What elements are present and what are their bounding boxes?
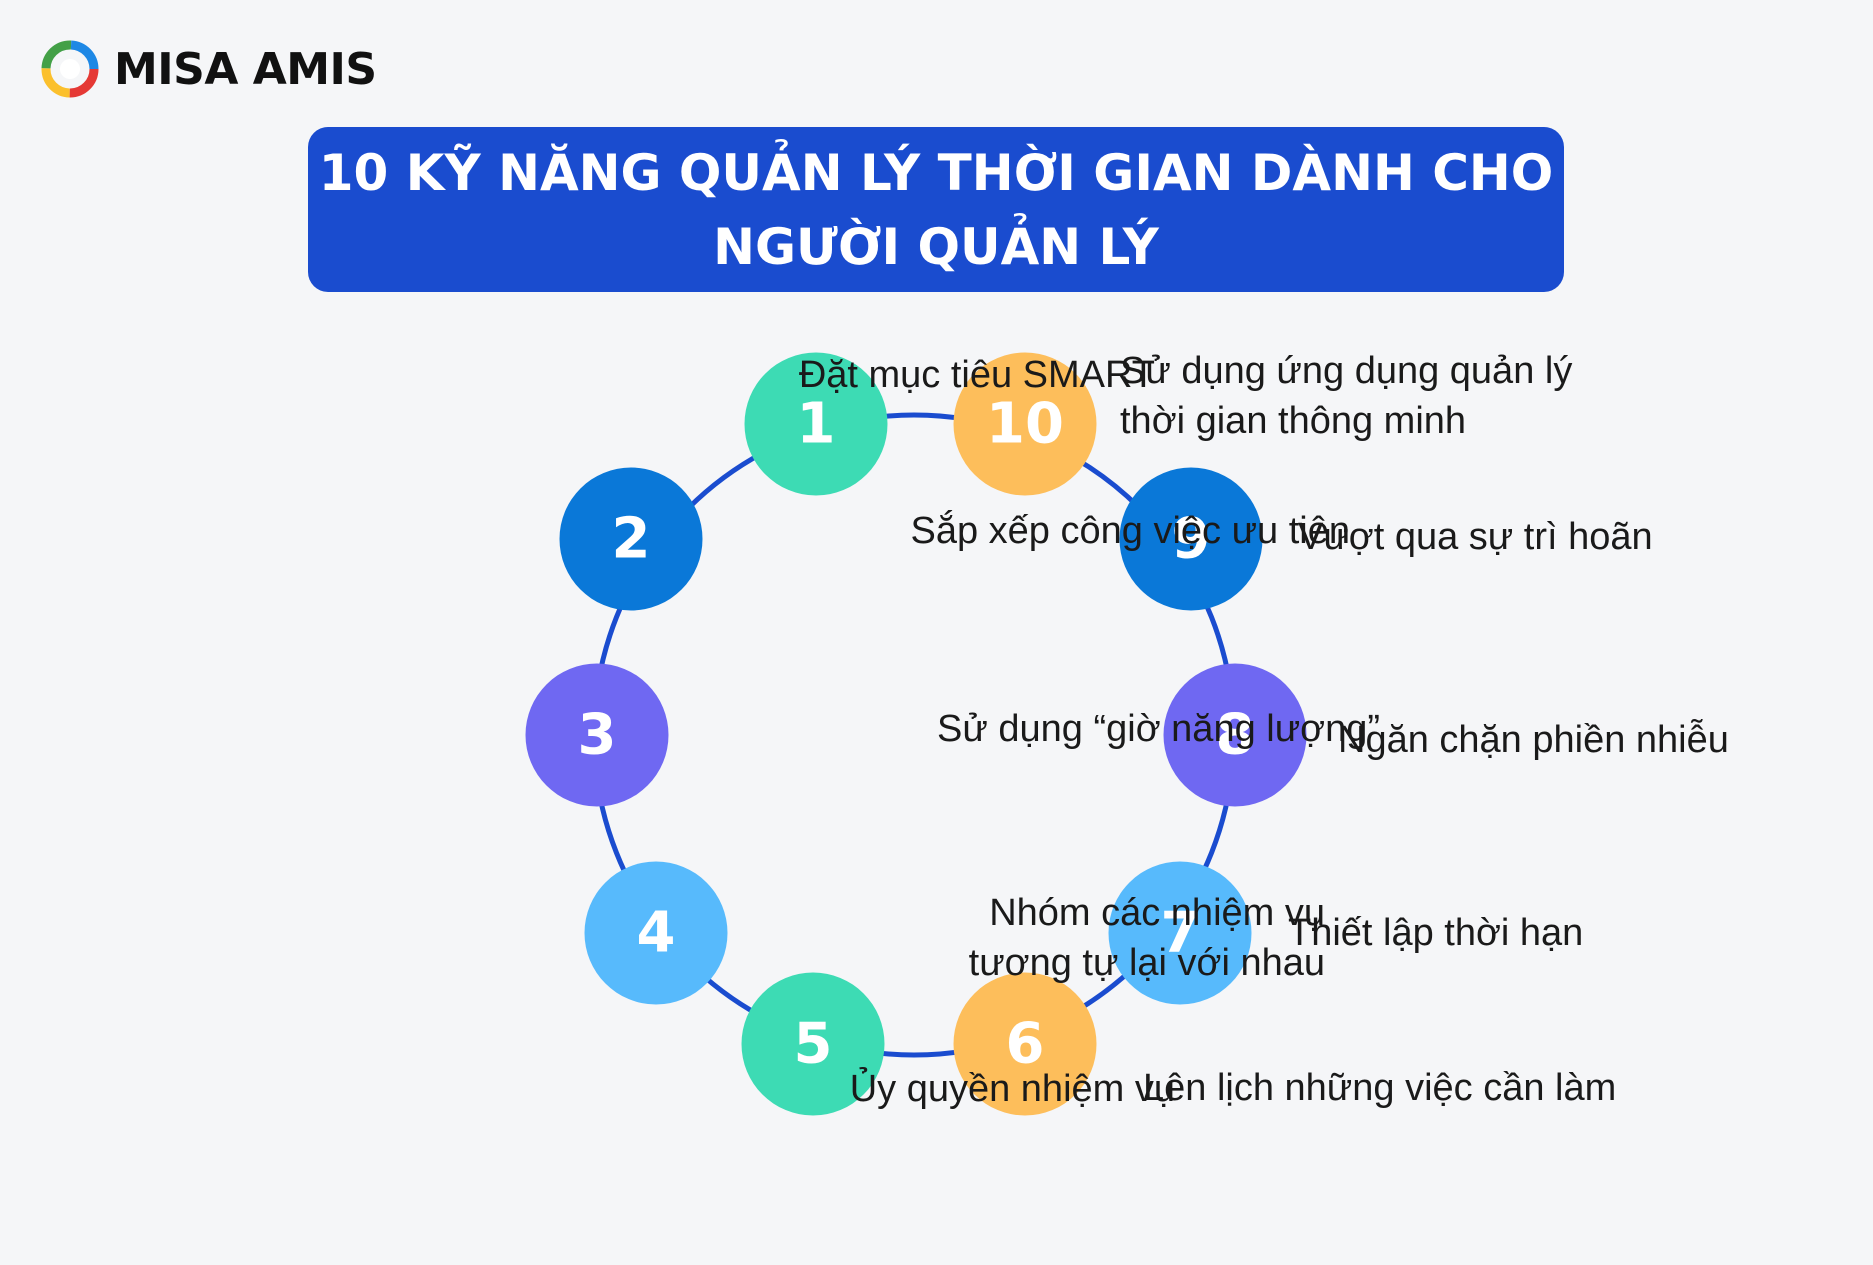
- skill-number: 8: [1215, 702, 1255, 768]
- skill-label-line: Vượt qua sự trì hoãn: [1298, 516, 1653, 558]
- skill-label-5: Ủy quyền nhiệm vụ: [850, 1064, 1175, 1114]
- skill-number: 5: [793, 1011, 833, 1077]
- skill-label-line: Ủy quyền nhiệm vụ: [849, 1068, 1175, 1110]
- skill-number: 7: [1160, 900, 1200, 966]
- skill-node-2: 2: [559, 467, 703, 611]
- skill-node-5: 5: [741, 972, 885, 1116]
- brand-logo: MISA AMIS: [40, 38, 377, 100]
- skill-node-10: 10: [953, 352, 1097, 496]
- skill-node-4: 4: [584, 861, 728, 1005]
- skill-label-line: Sử dụng “giờ năng lượng”: [937, 708, 1380, 750]
- skill-node-6: 6: [953, 972, 1097, 1116]
- skill-label-3: Sử dụng “giờ năng lượng”: [937, 704, 1380, 754]
- skill-label-line: Nhóm các nhiệm vụ: [989, 892, 1325, 934]
- skill-node-1: 1: [744, 352, 888, 496]
- skill-number: 9: [1171, 506, 1211, 572]
- skill-label-4: Nhóm các nhiệm vụ tương tự lại với nhau: [969, 888, 1325, 988]
- title-banner: 10 KỸ NĂNG QUẢN LÝ THỜI GIAN DÀNH CHO NG…: [308, 127, 1564, 292]
- title-line-1: 10 KỸ NĂNG QUẢN LÝ THỜI GIAN DÀNH CHO: [318, 143, 1554, 202]
- skill-number: 4: [636, 900, 676, 966]
- skill-number: 6: [1005, 1011, 1045, 1077]
- skill-label-line: Lên lịch những việc cần làm: [1143, 1067, 1617, 1109]
- brand-name: MISA AMIS: [114, 43, 377, 95]
- skill-node-3: 3: [525, 663, 669, 807]
- skill-number: 3: [577, 702, 617, 768]
- skill-label-line: Sử dụng ứng dụng quản lý: [1120, 350, 1573, 392]
- skill-label-1: Đặt mục tiêu SMART: [799, 350, 1155, 400]
- skill-label-6: Lên lịch những việc cần làm: [1143, 1063, 1616, 1113]
- skill-number: 10: [986, 391, 1064, 457]
- skill-number: 1: [796, 391, 836, 457]
- skill-label-10: Sử dụng ứng dụng quản lý thời gian thông …: [1120, 346, 1572, 446]
- skill-number: 2: [611, 506, 651, 572]
- skill-label-line: Ngăn chặn phiền nhiễu: [1338, 719, 1729, 761]
- skill-label-line: Đặt mục tiêu SMART: [798, 354, 1155, 396]
- skill-node-7: 7: [1108, 861, 1252, 1005]
- page-title: 10 KỸ NĂNG QUẢN LÝ THỜI GIAN DÀNH CHO NG…: [319, 136, 1554, 284]
- skill-node-8: 8: [1163, 663, 1307, 807]
- title-line-2: NGƯỜI QUẢN LÝ: [713, 217, 1159, 276]
- skill-label-line: tương tự lại với nhau: [968, 942, 1325, 984]
- misa-amis-logo-icon: [41, 40, 99, 98]
- skill-label-2: Sắp xếp công việc ưu tiên: [911, 506, 1351, 556]
- skill-label-7: Thiết lập thời hạn: [1288, 908, 1583, 958]
- skill-label-line: thời gian thông minh: [1120, 400, 1467, 442]
- skill-label-9: Vượt qua sự trì hoãn: [1298, 512, 1653, 562]
- skill-label-line: Sắp xếp công việc ưu tiên: [910, 510, 1351, 552]
- skill-label-8: Ngăn chặn phiền nhiễu: [1338, 715, 1729, 765]
- skill-node-9: 9: [1119, 467, 1263, 611]
- skill-label-line: Thiết lập thời hạn: [1288, 912, 1584, 954]
